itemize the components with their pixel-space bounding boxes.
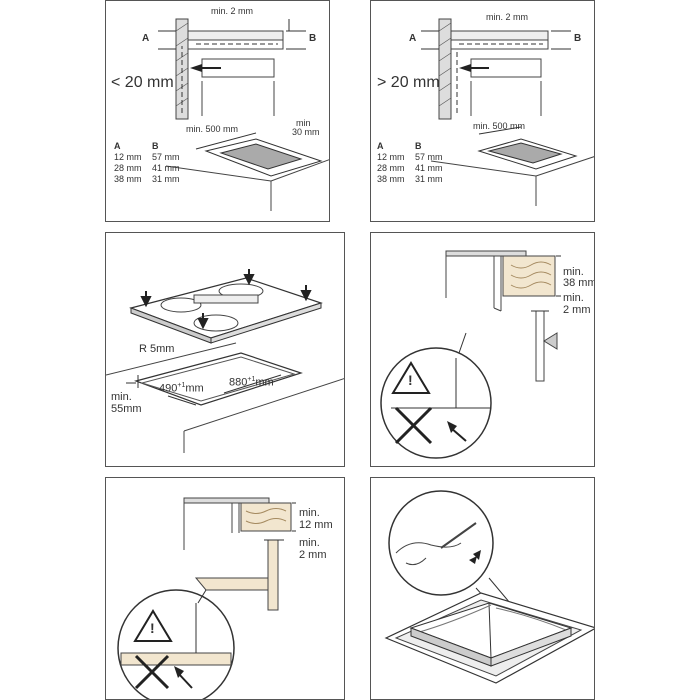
thickness-label-1: min. bbox=[563, 266, 584, 278]
panel-ventilation-over-20mm: min. 2 mm A B > 20 mm min. 500 mm A B 12 … bbox=[370, 0, 595, 222]
table-cell: 31 mm bbox=[152, 174, 180, 184]
radius-label: R 5mm bbox=[139, 343, 175, 355]
gap-label-1: min. bbox=[563, 292, 584, 304]
thickness-label-2: 12 mm bbox=[299, 519, 333, 531]
label-a: A bbox=[142, 33, 150, 44]
worktop-diagram-2 bbox=[117, 497, 296, 699]
warning-triangle-icon: ! bbox=[408, 372, 413, 388]
table-cell: 12 mm bbox=[377, 152, 405, 162]
min-gap-label: min. 2 mm bbox=[486, 12, 529, 22]
label-a: A bbox=[409, 33, 417, 44]
gap-label-2: 2 mm bbox=[563, 304, 591, 316]
table-cell: 12 mm bbox=[114, 152, 142, 162]
table-cell: 41 mm bbox=[152, 163, 180, 173]
min-front-label-2: 55mm bbox=[111, 403, 142, 415]
panel-cutout-dimensions: R 5mm 490+1mm 880+1mm min. 55mm bbox=[105, 232, 345, 467]
clearance-label: > 20 mm bbox=[377, 74, 440, 91]
table-cell: 28 mm bbox=[377, 163, 405, 173]
clearance-label: < 20 mm bbox=[111, 74, 174, 91]
table-header-b: B bbox=[152, 141, 159, 151]
width-value: 880 bbox=[229, 376, 248, 389]
depth-value: 490 bbox=[159, 382, 178, 395]
label-b: B bbox=[574, 33, 582, 44]
table-cell: 38 mm bbox=[377, 174, 405, 184]
min-gap-label: min. 2 mm bbox=[211, 6, 254, 16]
table-cell: 31 mm bbox=[415, 174, 443, 184]
label-b: B bbox=[309, 33, 317, 44]
table-cell: 57 mm bbox=[152, 152, 180, 162]
ventilation-diagram-1 bbox=[158, 18, 329, 211]
seal-diagram bbox=[384, 490, 594, 684]
dimension-table: A B 12 mm 57 mm 28 mm 41 mm 38 mm 31 mm bbox=[114, 141, 190, 185]
min-width-label: min. 500 mm bbox=[186, 124, 239, 134]
table-cell: 57 mm bbox=[415, 152, 443, 162]
panel-seal-installation bbox=[370, 477, 595, 700]
panel-worktop-38mm: ! min. 38 mm min. 2 mm bbox=[370, 232, 595, 467]
depth-tolerance: +1 bbox=[177, 382, 186, 389]
thickness-label-1: min. bbox=[299, 507, 320, 519]
warning-triangle-icon: ! bbox=[150, 620, 155, 636]
min-edge-label-1: min bbox=[296, 118, 311, 128]
table-cell: 41 mm bbox=[415, 163, 443, 173]
min-edge-label-2: 30 mm bbox=[292, 127, 320, 137]
width-label: 880+1mm bbox=[229, 376, 274, 389]
table-cell: 38 mm bbox=[114, 174, 142, 184]
depth-label: 490+1mm bbox=[159, 382, 204, 395]
worktop-diagram-1 bbox=[380, 250, 561, 459]
table-header-b: B bbox=[415, 141, 422, 151]
gap-label-1: min. bbox=[299, 537, 320, 549]
table-cell: 28 mm bbox=[114, 163, 142, 173]
panel-ventilation-under-20mm: min. 2 mm A B < 20 mm min. 500 mm min 30… bbox=[105, 0, 330, 222]
table-header-a: A bbox=[377, 141, 384, 151]
width-tolerance: +1 bbox=[247, 376, 256, 383]
min-width-label: min. 500 mm bbox=[473, 121, 526, 131]
width-unit: mm bbox=[255, 376, 274, 389]
gap-label-2: 2 mm bbox=[299, 549, 327, 561]
dimension-table: A B 12 mm 57 mm 28 mm 41 mm 38 mm 31 mm bbox=[377, 141, 453, 185]
min-front-label-1: min. bbox=[111, 391, 132, 403]
ventilation-diagram-2 bbox=[421, 18, 594, 206]
panel-worktop-12mm: ! min. 12 mm min. 2 mm bbox=[105, 477, 345, 700]
thickness-label-2: 38 mm bbox=[563, 277, 595, 289]
cutout-diagram bbox=[106, 269, 344, 453]
table-header-a: A bbox=[114, 141, 121, 151]
depth-unit: mm bbox=[185, 382, 204, 395]
